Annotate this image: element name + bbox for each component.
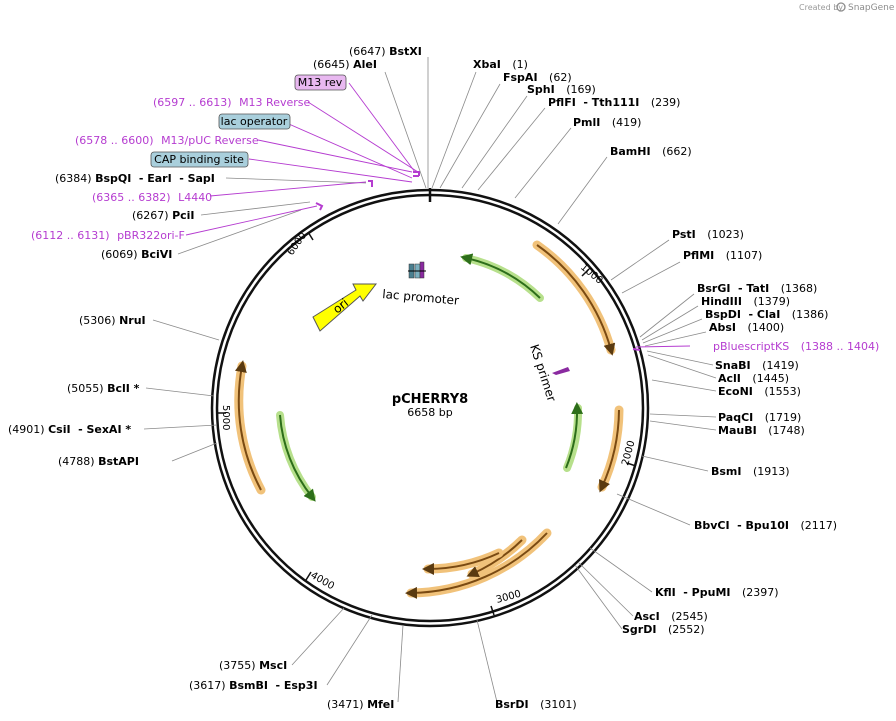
site-bbvci: BbvCI - Bpu10I (2117) — [694, 519, 837, 532]
site-sgrdi: SgrDI (2552) — [622, 623, 705, 636]
m13-rev-box — [294, 74, 347, 91]
ori-arrow — [312, 283, 378, 332]
plasmid-size: 6658 bp — [407, 406, 452, 419]
site-bspqi: (6384) BspQI - EarI - SapI — [55, 172, 215, 185]
site-fspai: FspAI (62) — [503, 71, 572, 84]
site-econi: EcoNI (1553) — [718, 385, 801, 398]
tick-label-6000: 6000 — [285, 231, 309, 258]
ks-primer-glyph — [552, 367, 570, 375]
snapgene-logo-icon — [836, 2, 846, 12]
site-bcivi: (6069) BciVI — [101, 248, 172, 261]
site-hindiii: HindIII (1379) — [701, 295, 790, 308]
primer-pbluescriptks: pBluescriptKS (1388 .. 1404) — [713, 340, 879, 353]
site-pflmi: PflMI (1107) — [683, 249, 762, 262]
site-bsrgi: BsrGI - TatI (1368) — [697, 282, 817, 295]
green-arrows — [276, 253, 584, 502]
primer-pbr322ori-f: (6112 .. 6131) pBR322ori-F — [31, 229, 185, 242]
plasmid-name: pCHERRY8 — [392, 392, 468, 407]
primer-labels: (6597 .. 6613) M13 Reverse (6578 .. 6600… — [31, 96, 879, 353]
leader-lines — [143, 57, 717, 703]
site-bsrdi: BsrDI (3101) — [495, 698, 577, 711]
watermark-created-by: Created by — [799, 3, 843, 12]
site-bstapi: (4788) BstAPI — [58, 455, 139, 468]
primer-leader-lines — [185, 82, 691, 348]
lac-operator-box — [218, 113, 291, 130]
site-pcii: (6267) PciI — [132, 209, 195, 222]
tick-label-5000: 5000 — [220, 405, 231, 430]
primer-marks — [315, 171, 641, 351]
lac-promoter-label: lac promoter — [382, 287, 460, 308]
site-snabi: SnaBI (1419) — [715, 359, 799, 372]
site-nrui: (5306) NruI — [79, 314, 146, 327]
cap-site-box — [150, 151, 249, 168]
primer-l4440: (6365 .. 6382) L4440 — [92, 191, 212, 204]
site-xbai: XbaI (1) — [473, 58, 528, 71]
site-kfli: KflI - PpuMI (2397) — [655, 586, 779, 599]
site-bamhi: BamHI (662) — [610, 145, 692, 158]
orf-arrows — [234, 240, 624, 599]
site-mfei: (3471) MfeI — [327, 698, 394, 711]
site-bsmbi: (3617) BsmBI - Esp3I — [189, 679, 318, 692]
tick-label-3000: 3000 — [495, 589, 522, 606]
site-bspdi: BspDI - ClaI (1386) — [705, 308, 828, 321]
site-psti: PstI (1023) — [672, 228, 744, 241]
lac-promoter-glyph — [408, 261, 426, 279]
site-pflfi: PflFI - Tth111I (239) — [548, 96, 680, 109]
site-csii: (4901) CsiI - SexAI * — [8, 423, 131, 436]
watermark-brand: SnapGene — [848, 3, 895, 13]
site-asci: AscI (2545) — [634, 610, 708, 623]
site-bstxi: (6647) BstXI — [349, 45, 422, 58]
cap-site-label: CAP binding site — [154, 153, 244, 166]
m13-rev-label: M13 rev — [298, 76, 343, 89]
site-bsmi: BsmI (1913) — [711, 465, 790, 478]
site-bcli: (5055) BclI * — [67, 382, 140, 395]
site-maubi: MauBI (1748) — [718, 424, 805, 437]
site-msci: (3755) MscI — [219, 659, 287, 672]
lac-operator-label: lac operator — [221, 115, 288, 128]
primer-m13-puc-reverse: (6578 .. 6600) M13/pUC Reverse — [75, 134, 259, 147]
site-pmli: PmlI (419) — [573, 116, 641, 129]
site-labels: (6647) BstXI (6645) AleI XbaI (1) FspAI … — [8, 45, 837, 711]
primer-m13-reverse: (6597 .. 6613) M13 Reverse — [153, 96, 310, 109]
site-sphi: SphI (169) — [527, 83, 596, 96]
site-acli: AclI (1445) — [718, 372, 789, 385]
site-absi: AbsI (1400) — [709, 321, 784, 334]
tick-label-4000: 4000 — [309, 570, 337, 592]
tick-marks — [217, 231, 637, 616]
site-paqci: PaqCI (1719) — [718, 411, 801, 424]
site-alei: (6645) AleI — [313, 58, 377, 71]
